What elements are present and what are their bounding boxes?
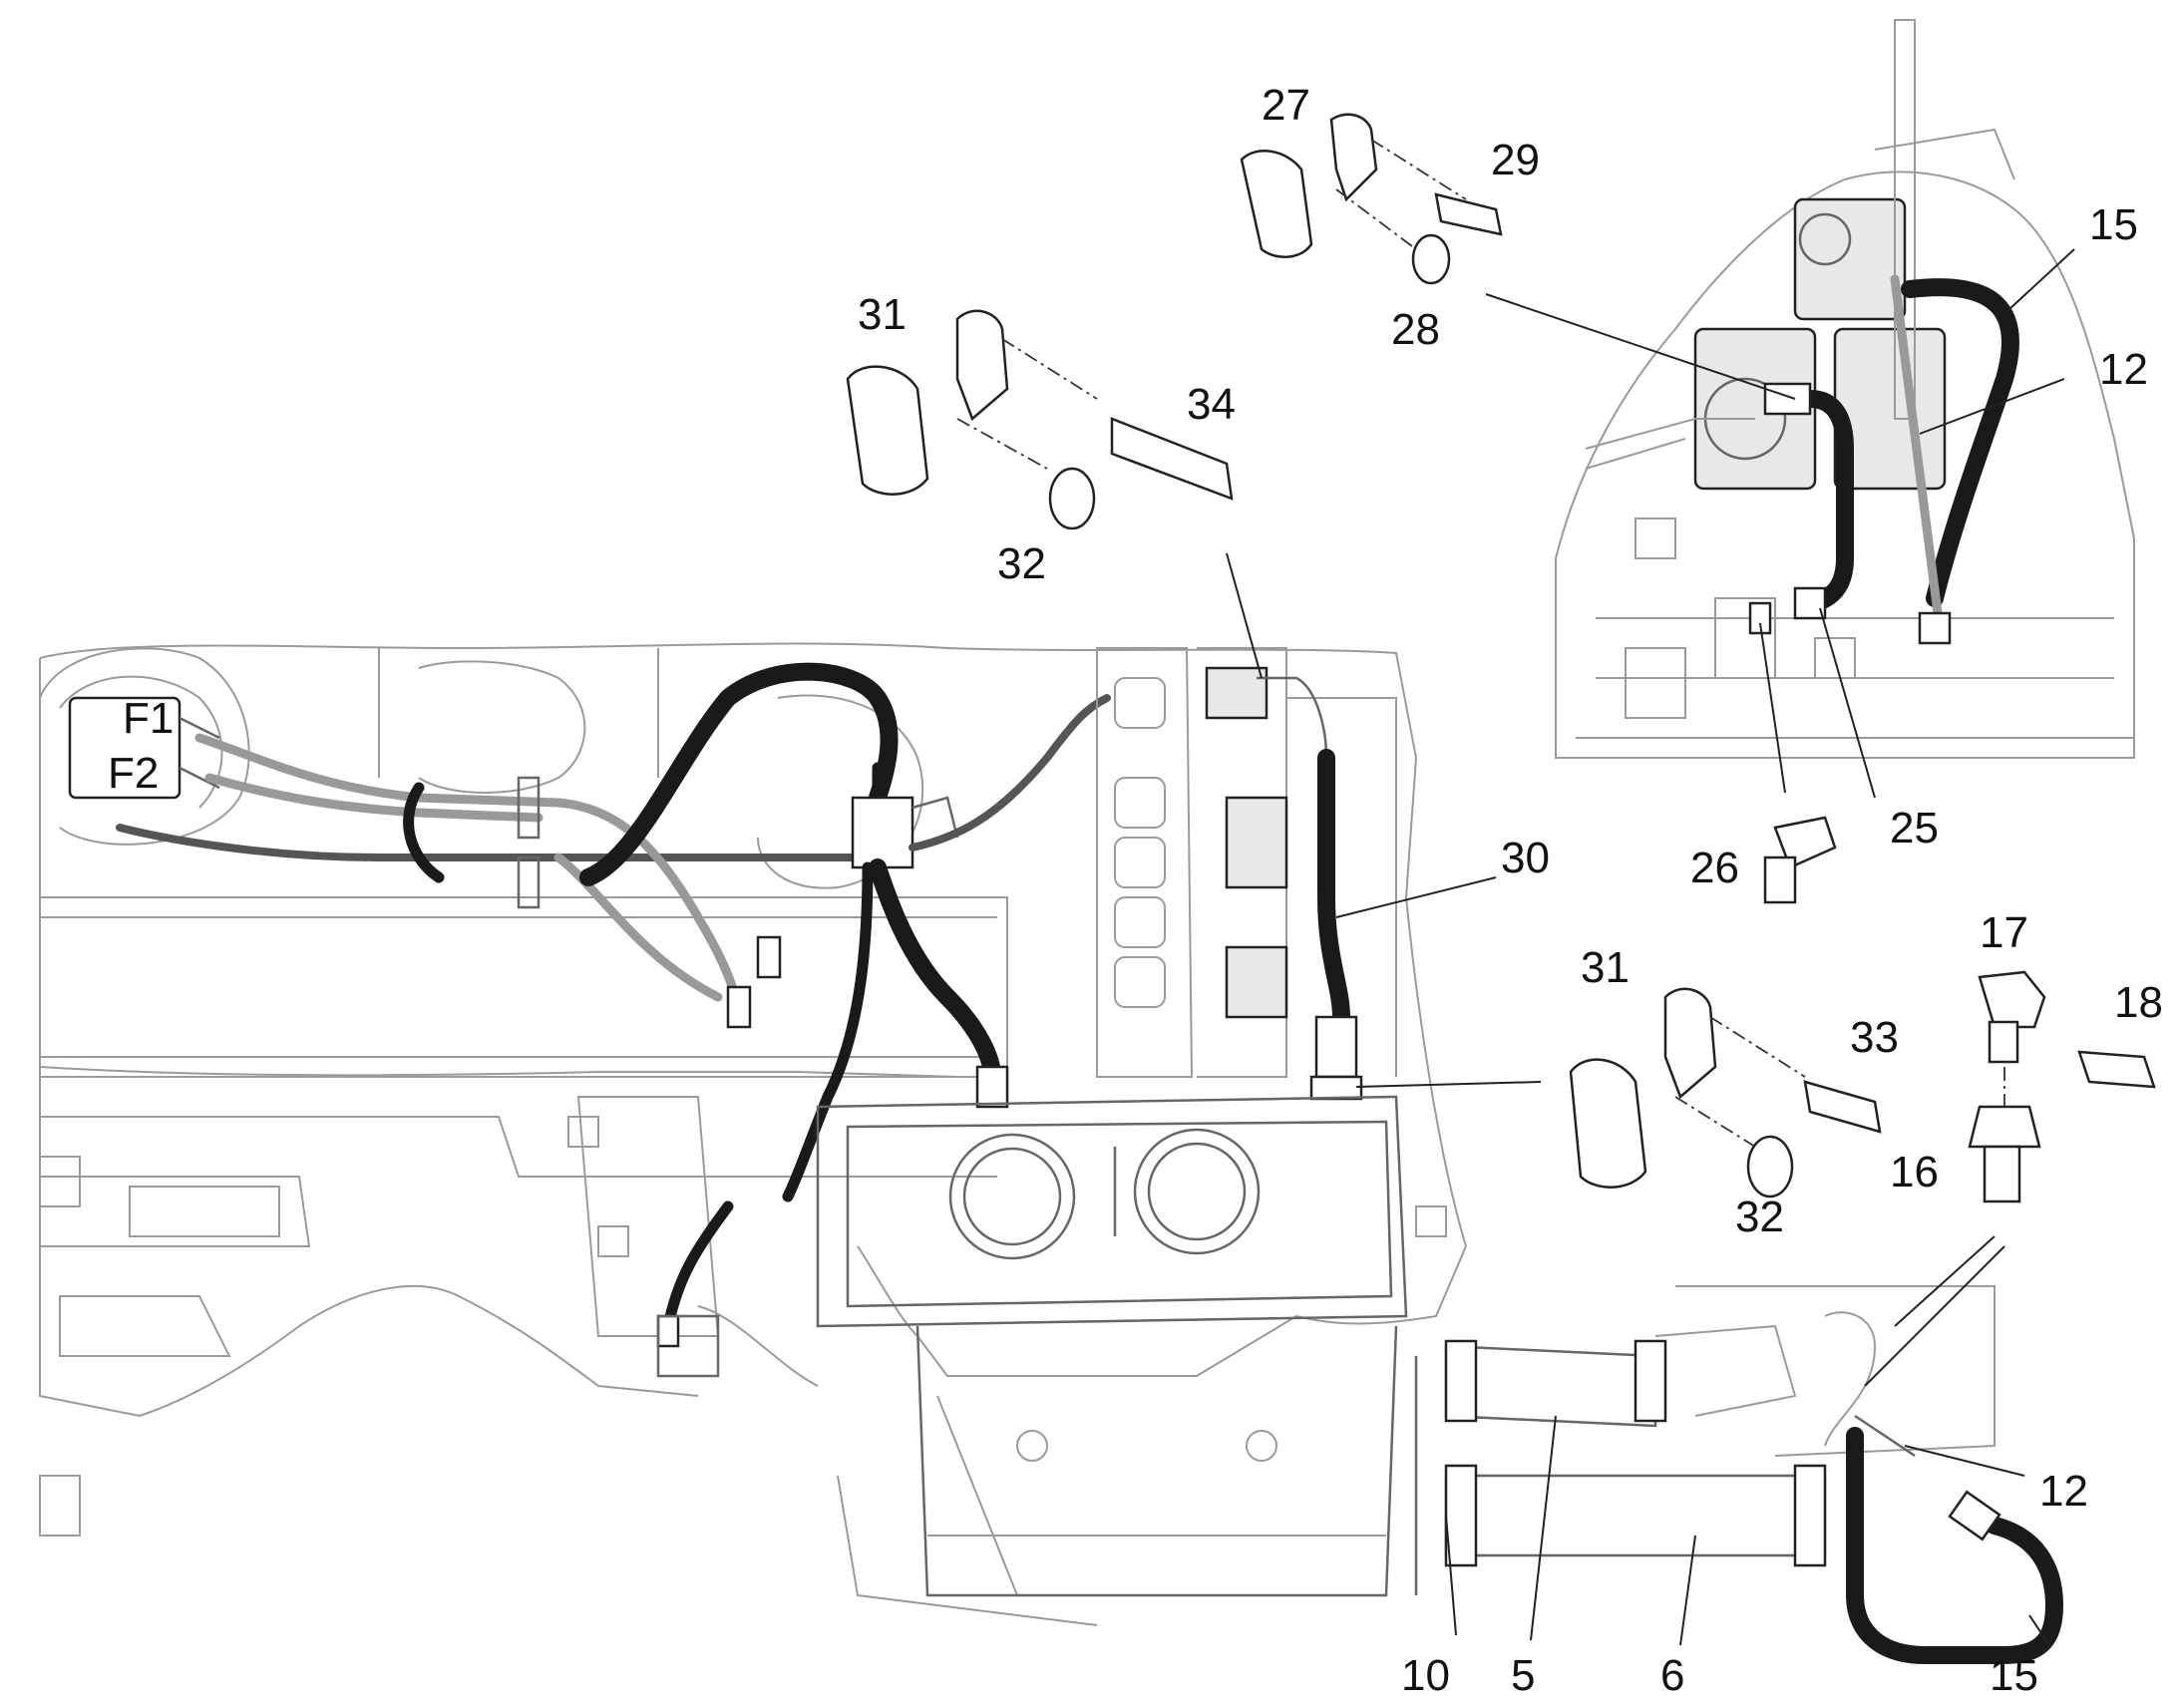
callout-6: 6 [1660, 1651, 1684, 1700]
distribution-block [851, 796, 914, 869]
flange-half-right-b [1663, 987, 1717, 1100]
label-f1: F1 [123, 694, 174, 743]
left-drum-housing: F1 F2 [39, 647, 924, 889]
callout-5: 5 [1511, 1651, 1535, 1700]
callout-labels: 27 29 28 15 12 31 34 32 30 26 25 17 18 3… [858, 81, 2163, 1700]
fitting-26 [1763, 816, 1837, 904]
callout-10: 10 [1401, 1651, 1450, 1700]
label-f2: F2 [108, 749, 159, 798]
callout-15-bottom: 15 [1990, 1651, 2038, 1700]
elbow-17 [1978, 970, 2046, 1029]
callout-33: 33 [1850, 1013, 1899, 1062]
bolt-34 [1110, 417, 1234, 501]
central-distributor [579, 662, 1111, 1378]
flange-half-top-a [846, 365, 929, 496]
callout-31-right: 31 [1581, 943, 1630, 992]
callout-18: 18 [2114, 978, 2163, 1027]
bolt-33 [1803, 1080, 1882, 1134]
hose-30 [1257, 676, 1363, 1101]
callout-26: 26 [1690, 844, 1739, 892]
callout-31-top: 31 [858, 290, 907, 339]
flange-half-b [1329, 113, 1378, 202]
oring-32-top [1048, 467, 1096, 530]
valve-plate [1096, 647, 1397, 1078]
callout-15-top: 15 [2089, 200, 2138, 249]
flange-set-31-34 [846, 309, 1234, 530]
callout-27: 27 [1262, 81, 1310, 130]
callout-16: 16 [1890, 1148, 1939, 1196]
callout-32-right: 32 [1735, 1193, 1784, 1241]
elbow-17-stem [1988, 1020, 2019, 1064]
connector-18 [2077, 1050, 2156, 1089]
port-left [948, 1133, 1076, 1260]
port-right [1133, 1128, 1261, 1255]
bolt-29 [1434, 192, 1503, 236]
oring-32-right [1746, 1135, 1794, 1198]
callout-28: 28 [1391, 305, 1440, 354]
flange-set-27-29 [1240, 113, 1503, 285]
chassis-frame [39, 642, 1468, 1626]
callout-29: 29 [1491, 136, 1540, 184]
flange-half-right-a [1569, 1058, 1647, 1189]
callout-32-top: 32 [997, 539, 1046, 588]
flange-set-31-33 [1569, 987, 1882, 1198]
adapter-16-hex [1968, 1105, 2041, 1149]
suction-lines [1414, 1285, 2063, 1664]
fittings-16-18 [1968, 970, 2156, 1203]
left-pipe-run [116, 733, 872, 1029]
inset-pump-view [1555, 19, 2135, 759]
flange-half-a [1240, 150, 1313, 258]
reservoir-tank [816, 1095, 1408, 1597]
adapter-16-thread [1983, 1145, 2021, 1203]
callout-25: 25 [1890, 804, 1939, 853]
callout-17: 17 [1980, 908, 2028, 957]
oring-28 [1411, 233, 1451, 285]
callout-30: 30 [1501, 834, 1550, 882]
flange-half-top-b [955, 309, 1009, 422]
callout-12-bottom: 12 [2039, 1467, 2088, 1516]
callout-12-top: 12 [2099, 345, 2148, 394]
callout-34: 34 [1187, 380, 1236, 429]
leader-lines [1226, 248, 2075, 1646]
valve-block-f1-f2 [68, 696, 182, 800]
